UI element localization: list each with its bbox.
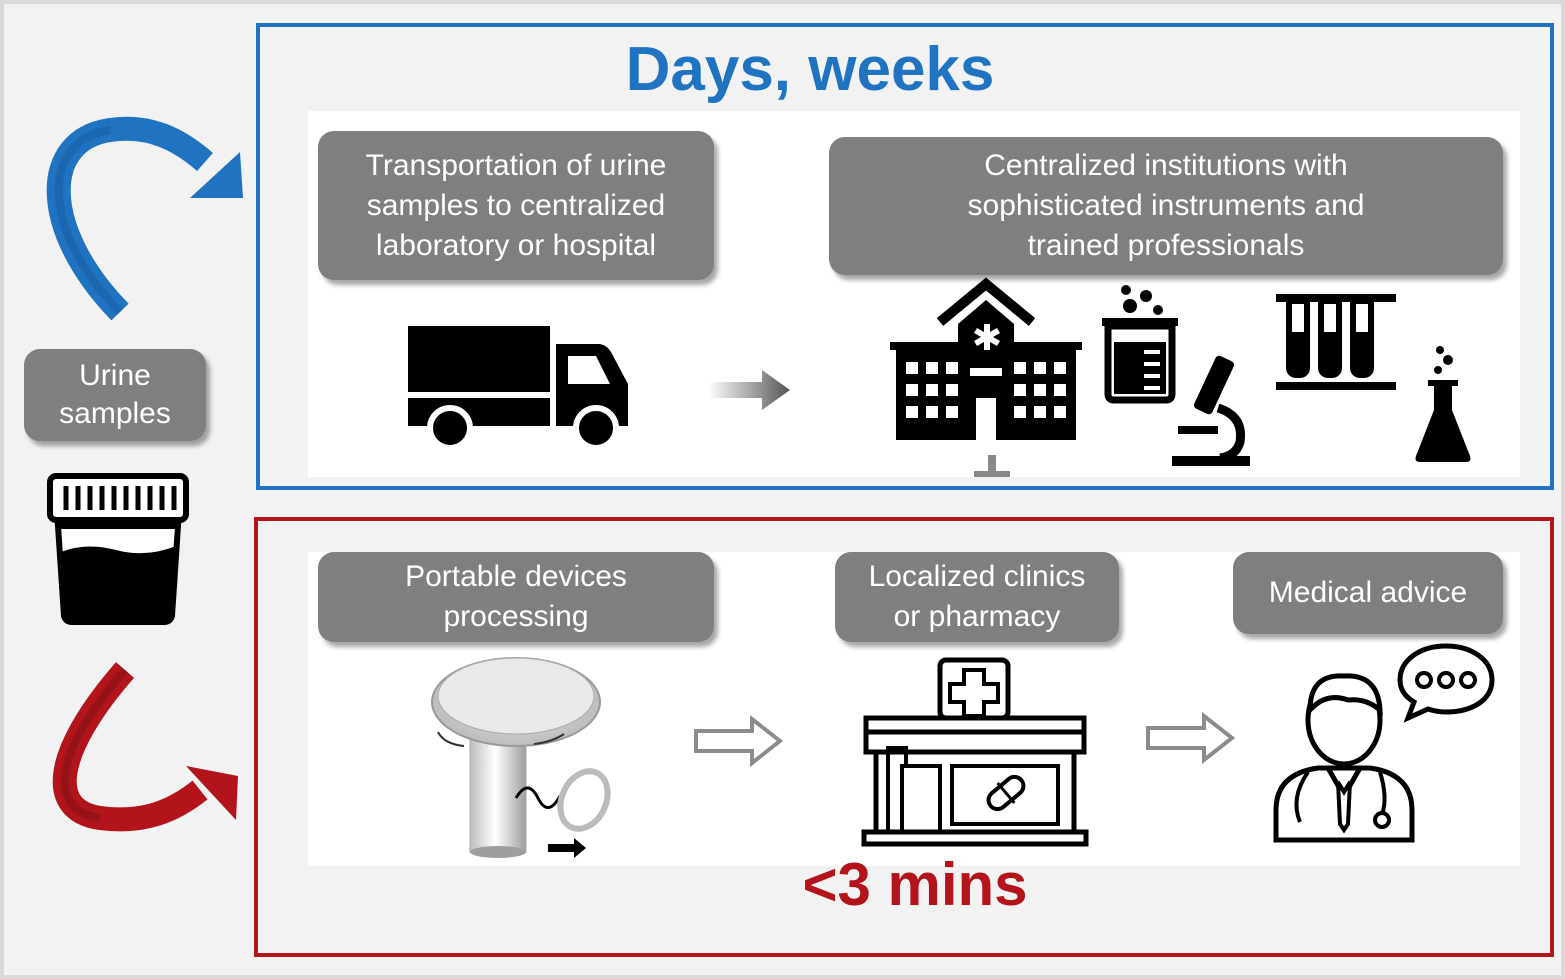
transportation-step-label: Transportation of urine samples to centr… — [318, 131, 714, 280]
localized-clinics-label: Localized clinics or pharmacy — [835, 552, 1119, 642]
blue-curved-arrow-icon — [46, 116, 243, 321]
beaker-icon — [1102, 285, 1178, 404]
speech-bubble-icon — [1397, 643, 1495, 723]
outline-arrow-icon — [1146, 711, 1236, 765]
truck-icon — [408, 326, 628, 451]
centralized-institutions-label: Centralized institutions with sophistica… — [829, 137, 1503, 275]
slow-duration-heading: Days, weeks — [625, 35, 995, 104]
pharmacy-icon — [861, 657, 1089, 847]
microscope-icon — [1172, 355, 1250, 466]
medical-advice-label: Medical advice — [1233, 552, 1503, 634]
urine-samples-label: Urine samples — [24, 349, 206, 441]
fast-duration-heading: <3 mins — [802, 851, 1028, 918]
portable-devices-label: Portable devices processing — [318, 552, 714, 642]
hospital-icon — [890, 277, 1082, 440]
doctor-icon — [1273, 673, 1415, 843]
portable-device-icon — [431, 657, 611, 858]
urine-cup-icon — [47, 473, 189, 625]
gray-arrow-icon — [708, 370, 790, 410]
red-curved-arrow-icon — [52, 662, 238, 832]
flask-icon — [1415, 346, 1471, 462]
test-tubes-icon — [1276, 294, 1396, 390]
hospital-stem-icon — [974, 455, 1010, 477]
outline-arrow-icon — [694, 714, 784, 768]
